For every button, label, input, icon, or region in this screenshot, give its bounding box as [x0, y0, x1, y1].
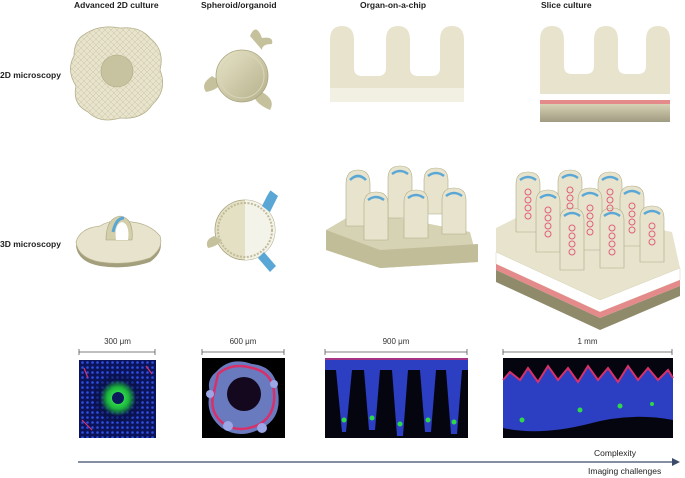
axis-label-complexity: Complexity: [594, 448, 637, 458]
column-header-spheroid-organoid: Spheroid/organoid: [201, 0, 277, 10]
column-header-slice-culture: Slice culture: [541, 0, 592, 10]
spheroid-3d-illustration: [206, 181, 278, 272]
column-header-advanced-2d-culture: Advanced 2D culture: [74, 0, 159, 10]
scale-label-300: 300 μm: [104, 337, 131, 346]
scale-bar-600: [201, 349, 285, 355]
scale-label-1mm: 1 mm: [577, 337, 598, 346]
scale-bar-300: [78, 349, 156, 355]
row-header-3d-microscopy: 3D microscopy: [0, 239, 61, 249]
advanced-2d-culture-3d-illustration: [75, 215, 162, 268]
slice-culture-2d-illustration: [540, 26, 670, 122]
micrograph-advanced-2d-culture: [79, 360, 156, 438]
axis-label-imaging-challenges: Imaging challenges: [588, 466, 662, 476]
micrograph-spheroid-organoid: [202, 358, 285, 438]
column-header-organ-on-a-chip: Organ-on-a-chip: [360, 0, 427, 10]
slice-culture-3d-illustration: [495, 169, 681, 330]
micrograph-organ-on-a-chip: [325, 358, 468, 438]
spheroid-2d-illustration: [204, 29, 273, 110]
micrograph-slice-culture: [502, 358, 674, 438]
scale-bar-900: [324, 349, 468, 355]
organ-on-a-chip-3d-illustration: [326, 165, 478, 268]
advanced-2d-culture-2d-illustration: [70, 26, 164, 121]
scale-label-900: 900 μm: [382, 337, 410, 346]
row-header-2d-microscopy: 2D microscopy: [0, 70, 61, 80]
scale-label-600: 600 μm: [229, 337, 257, 346]
scale-bar-1mm: [502, 349, 673, 355]
organ-on-a-chip-2d-illustration: [330, 26, 464, 102]
complexity-arrow: [78, 458, 680, 466]
